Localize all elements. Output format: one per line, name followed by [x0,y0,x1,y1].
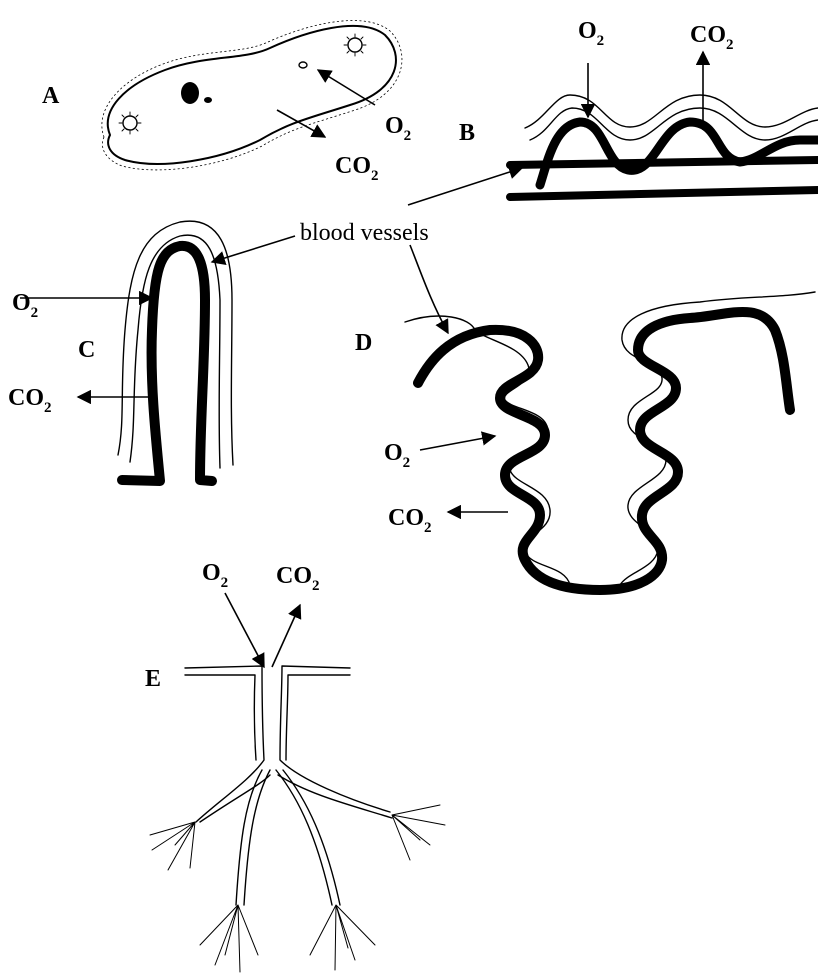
co2-label-e: CO2 [276,563,320,594]
pointer-to-d [410,245,448,333]
o2-arrow-d [420,436,495,450]
nucleus [181,82,199,104]
panel-label-e: E [145,666,161,692]
o2-label-e: O2 [202,560,228,591]
panel-label-a: A [42,83,60,109]
panel-label-d: D [355,330,372,356]
lung-capillary [418,312,790,590]
cell-outline [102,21,402,170]
panel-a: A O2 CO2 [42,21,411,184]
pointer-to-c [212,236,295,262]
contractile-vacuole-left [119,112,141,134]
o2-label-c: O2 [12,290,38,321]
co2-label-a: CO2 [335,153,379,184]
co2-arrow-e [272,605,300,667]
o2-label-d: O2 [384,440,410,471]
contractile-vacuole-right [344,34,366,56]
blood-vessel-b-lower [510,190,818,197]
o2-arrow-e [225,593,264,667]
food-vacuole [299,62,307,68]
co2-label-c: CO2 [8,385,52,416]
lung-membrane-left [405,316,570,585]
o2-label-b: O2 [578,18,604,49]
panel-e: E O2 CO2 [145,560,445,972]
trachea-tubes [150,666,445,972]
pointer-to-b [408,168,522,205]
blood-vessels-callout: blood vessels [212,168,522,333]
o2-label-a: O2 [385,113,411,144]
capillary-loops-b [540,122,818,185]
o2-arrow-a [318,70,375,105]
co2-label-b: CO2 [690,22,734,53]
panel-label-b: B [459,120,475,146]
co2-arrow-a [277,110,325,137]
panel-label-c: C [78,337,95,363]
blood-vessel-b-upper [510,160,818,165]
co2-label-d: CO2 [388,505,432,536]
panel-d: D O2 CO2 [355,292,815,590]
panel-c: C O2 CO2 [8,221,233,481]
blood-vessels-label: blood vessels [300,220,429,246]
micronucleus [204,97,212,103]
gill-outer-membrane [118,221,233,465]
